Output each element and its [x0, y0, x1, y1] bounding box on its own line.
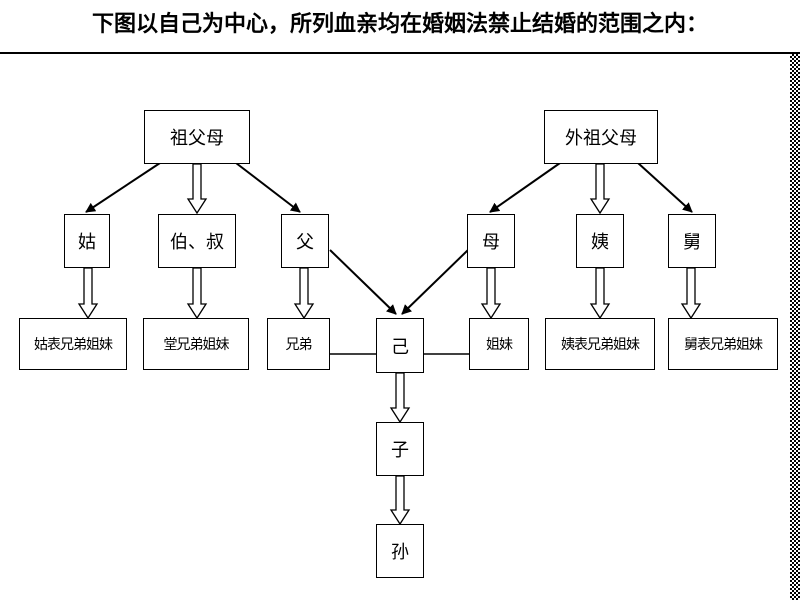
- hollow-arrow-grandparents-to-uncles: [186, 163, 208, 215]
- node-paternal-aunt: 姑: [64, 214, 110, 268]
- hollow-arrow-aunt-to-cousins: [77, 267, 99, 320]
- arrow-father-to-self: [329, 249, 397, 315]
- node-maternal-aunt-cousins: 姨表兄弟姐妹: [545, 318, 655, 370]
- node-brothers: 兄弟: [267, 318, 330, 370]
- hollow-arrow-maternal-aunt-to-cousins: [589, 267, 611, 320]
- arrow-grandparents-to-aunt: [85, 162, 161, 213]
- hollow-arrow-self-to-son: [389, 372, 411, 424]
- hollow-arrow-maternal-grandparents-to-aunt: [589, 163, 611, 215]
- node-maternal-uncle: 舅: [668, 214, 716, 268]
- hollow-arrow-father-to-brothers: [293, 267, 315, 320]
- node-grandson: 孙: [376, 524, 424, 578]
- node-maternal-aunt: 姨: [576, 214, 624, 268]
- node-paternal-grandparents: 祖父母: [144, 110, 250, 164]
- hollow-arrow-son-to-grandson: [389, 475, 411, 526]
- arrow-maternal-grandparents-to-mother: [489, 162, 561, 213]
- hollow-arrow-mother-to-sisters: [480, 267, 502, 320]
- node-self: 己: [376, 318, 424, 373]
- node-paternal-aunt-cousins: 姑表兄弟姐妹: [19, 318, 127, 370]
- node-maternal-uncle-cousins: 舅表兄弟姐妹: [668, 318, 778, 370]
- arrow-maternal-grandparents-to-uncle: [637, 162, 693, 213]
- node-father: 父: [281, 214, 329, 268]
- node-mother: 母: [467, 214, 515, 268]
- title-rule: [0, 52, 800, 54]
- node-son: 子: [376, 422, 424, 476]
- arrow-mother-to-self: [401, 249, 469, 315]
- slide-edge-pattern: [790, 54, 800, 600]
- node-sisters: 姐妹: [469, 318, 529, 370]
- arrow-grandparents-to-father: [235, 162, 301, 213]
- node-paternal-uncles: 伯、叔: [158, 214, 236, 268]
- page-title: 下图以自己为中心，所列血亲均在婚姻法禁止结婚的范围之内：: [91, 11, 708, 37]
- hollow-arrow-uncles-to-cousins: [186, 267, 208, 320]
- node-paternal-cousins: 堂兄弟姐妹: [143, 318, 249, 370]
- hollow-arrow-maternal-uncle-to-cousins: [680, 267, 702, 320]
- node-maternal-grandparents: 外祖父母: [544, 110, 658, 164]
